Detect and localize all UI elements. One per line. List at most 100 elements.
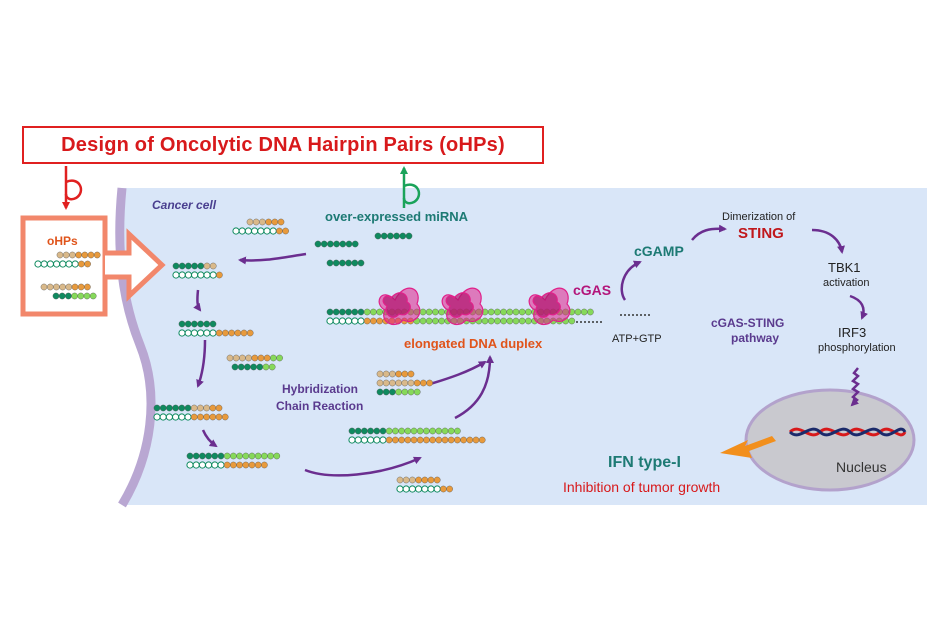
bead [215,404,223,412]
bead [401,379,409,387]
bead [236,461,243,469]
bead [426,379,433,387]
label-inhibition: Inhibition of tumor growth [563,479,721,495]
bead [387,232,394,240]
bead [415,485,423,493]
bead [339,308,346,316]
bead [314,240,322,248]
bead [87,251,95,259]
bead [209,413,217,421]
bead [34,260,42,268]
cgas-protein-3 [528,287,571,325]
bead [512,317,520,325]
bead [46,283,54,291]
bead [77,283,85,291]
bead [367,427,374,435]
bead [203,413,210,421]
bead [500,308,507,316]
bead [512,308,520,316]
bead [251,227,259,235]
bead [345,317,353,325]
bead [190,329,198,337]
bead [166,404,173,412]
bead [380,232,388,240]
bead [429,436,436,444]
bead [259,218,266,226]
bead [221,413,229,421]
ifn-output-arrow [720,436,776,458]
bead [172,271,180,279]
ohp-hairpin-1-bottom [34,260,91,268]
hairpin-a-bottom [232,227,289,235]
bead [256,363,264,371]
bead [435,436,443,444]
bead [197,413,204,421]
bead [203,404,210,412]
bead [326,308,334,316]
bead [277,218,285,226]
bead [396,485,404,493]
bead [363,308,371,316]
bead [276,227,283,235]
label-hcr-line2: Chain Reaction [276,399,364,413]
bead [385,427,393,435]
arrow-cgamp-to-sting [691,224,727,241]
bead [215,329,223,337]
bead [478,436,486,444]
bead [217,452,225,460]
bead [261,461,268,469]
bead [472,436,480,444]
bead [404,427,412,435]
bead [81,251,89,259]
bead [197,262,205,270]
hairpin-green-icon [400,166,421,208]
hcr-3-bottom [396,485,453,493]
bead [427,485,435,493]
bead [209,329,217,337]
bead [326,259,334,267]
bead [172,262,180,270]
bead [382,379,390,387]
bead [89,292,97,300]
bead [433,485,441,493]
mirna-3 [326,259,365,267]
bead [370,308,377,316]
bead [392,427,399,435]
bead [326,317,334,325]
bead [228,329,235,337]
bead [245,354,252,362]
bead [191,271,199,279]
bead [401,388,409,396]
bead [84,260,91,268]
bead [197,271,205,279]
bead [184,320,192,328]
hcr-1-middle [376,379,433,387]
bead [580,308,588,316]
dna-strands [34,218,594,493]
bead [69,251,76,259]
bead [192,461,200,469]
bead [248,461,256,469]
bead [354,436,362,444]
bead [351,240,359,248]
bead [376,308,383,316]
bead [84,283,91,291]
bead [192,452,200,460]
bead [393,232,400,240]
label-mirna: over-expressed miRNA [325,209,469,224]
bead [257,227,265,235]
bead [423,436,430,444]
bead [190,413,198,421]
bead [211,452,219,460]
bead [525,317,532,325]
bead [59,260,67,268]
irf3-signal-squiggle [850,367,861,407]
bead [500,317,507,325]
bead [77,292,85,300]
label-hcr-line1: Hybridization [282,382,359,396]
bead [178,329,186,337]
bead [153,413,161,421]
label-phosphorylation: phosphorylation [818,342,896,354]
bead [159,404,167,412]
